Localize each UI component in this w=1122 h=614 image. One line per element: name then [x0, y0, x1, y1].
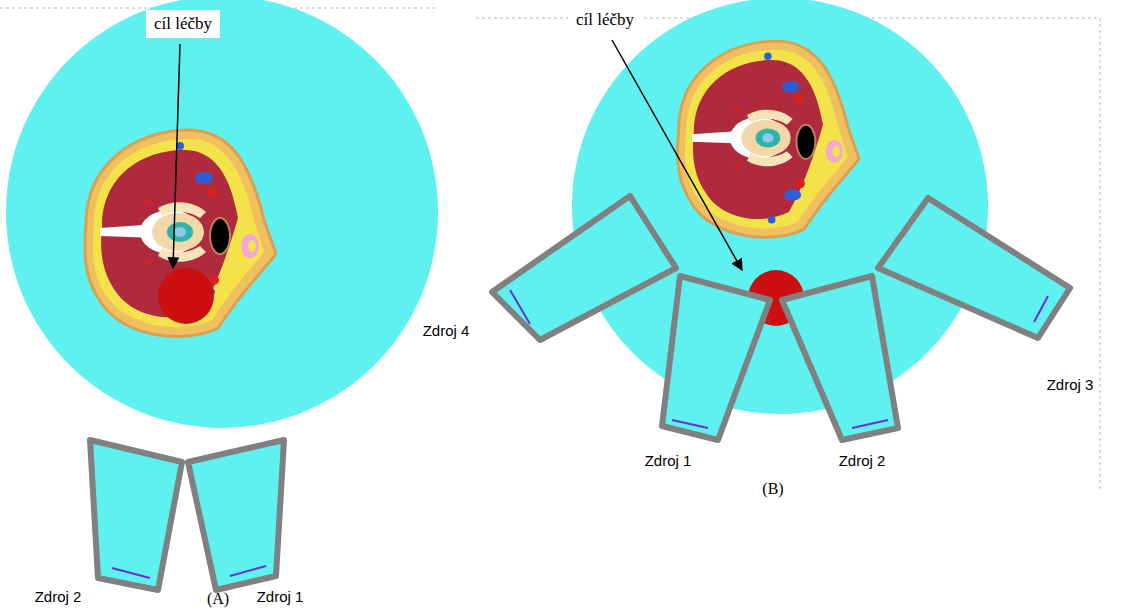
source-label: Zdroj 1: [257, 588, 304, 605]
source-label: Zdroj 3: [1047, 376, 1094, 393]
target-label: cíl léčby: [146, 10, 220, 38]
source-label: Zdroj 2: [35, 588, 82, 605]
target-label: cíl léčby: [568, 6, 642, 34]
panel-label: (B): [762, 480, 783, 498]
source-label: Zdroj 2: [839, 452, 886, 469]
source-label: Zdroj 1: [645, 452, 692, 469]
source-label: Zdroj 4: [423, 322, 470, 339]
panel-label: (A): [207, 590, 229, 608]
